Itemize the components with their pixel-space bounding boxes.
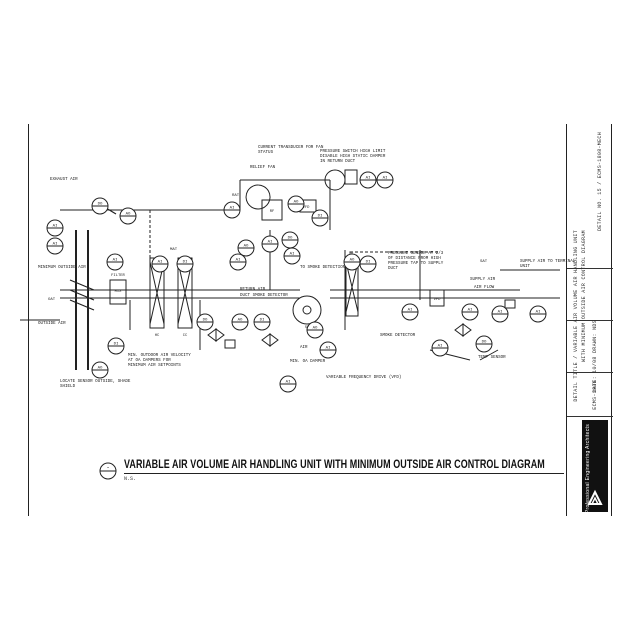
strip-divider-1 <box>567 268 613 269</box>
title-block-detail-title-2: WITH MINIMUM OUTSIDE AIR CONTROL DIAGRAM <box>581 230 587 363</box>
filter-box <box>109 279 127 305</box>
supply-fan <box>292 295 322 325</box>
dp-transmitter <box>429 289 445 307</box>
instrument-tag-label-t27: AI <box>408 309 413 313</box>
sensor-code-sat: SAT <box>480 260 488 264</box>
title-underline <box>124 473 564 474</box>
label-variable-frequency: VARIABLE FREQUENCY DRIVE (VFD) <box>326 375 401 380</box>
label-air-flow: AIR FLOW <box>474 286 495 290</box>
instrument-tag-label-t31: AI <box>438 345 443 349</box>
relief-fan <box>245 184 271 210</box>
component-vfd2: VFD <box>434 298 442 302</box>
instrument-tag-label-t30: AI <box>536 311 541 315</box>
instrument-tag-label-t17: DO <box>288 237 293 241</box>
label-supply-air: SUPPLY AIR <box>470 278 496 282</box>
instrument-tag-label-t24: AI <box>326 347 331 351</box>
actuator-1 <box>224 339 236 349</box>
label-temp-sensor: TEMP SENSOR <box>478 356 506 360</box>
instrument-tag-label-t33: AI <box>286 381 291 385</box>
instrument-tag-label-t21: AI <box>366 177 371 181</box>
title-block-project: ECMS-1808 <box>592 380 598 410</box>
valve-4 <box>454 323 472 337</box>
strip-divider-4 <box>567 416 613 417</box>
label-return-air: RETURN AIR <box>240 288 266 292</box>
component-hc: HC <box>155 334 160 338</box>
label-smoke-detector: SMOKE DETECTOR <box>380 334 416 338</box>
strip-divider-3 <box>567 372 613 373</box>
instrument-tag-label-t32: DO <box>482 341 487 345</box>
component-mixbox: MIX <box>115 290 123 294</box>
instrument-tag-label-t19: AO <box>294 201 299 205</box>
title-block <box>566 124 613 516</box>
instrument-tag-label-t15: AO <box>244 245 249 249</box>
instrument-tag-label-t13: DI <box>260 319 265 323</box>
component-sd: SD <box>349 252 354 256</box>
detail-mark: - <box>99 462 117 480</box>
strip-divider-2 <box>567 320 613 321</box>
instrument-tag-label-t4: AO <box>126 213 131 217</box>
instrument-tag-label-t16: AI <box>268 241 273 245</box>
actuator-2 <box>504 299 516 309</box>
label-duct-smoke: DUCT SMOKE DETECTOR <box>240 294 288 298</box>
instrument-tag-label-t7: AO <box>98 367 103 371</box>
label-air: AIR <box>300 346 308 350</box>
label-exhaust-air: EXHAUST AIR <box>50 178 78 182</box>
instrument-tag-label-t14: AI <box>230 207 235 211</box>
valve-1 <box>207 328 225 342</box>
title-block-detail-no: DETAIL NO. 15 / ECMS-1808-MECH <box>597 132 603 232</box>
component-fan-s: SF <box>305 326 310 330</box>
instrument-tag-label-t20: DI <box>318 215 323 219</box>
instrument-tag-label-t8: AI <box>158 261 163 265</box>
damper-blade-3 <box>69 299 95 311</box>
drawing-scale: N.S. <box>124 476 137 482</box>
damper-blade-2 <box>69 289 95 301</box>
instrument-tag-label-t12: AO <box>238 319 243 323</box>
instrument-tag-label-t11: AI <box>236 259 241 263</box>
component-filter: FILTER <box>111 274 125 278</box>
instrument-tag-label-t23: AO <box>313 327 318 331</box>
switch-box <box>344 169 358 185</box>
firm-logo: Professional Engineering Architects <box>582 420 608 513</box>
valve-2 <box>261 333 279 347</box>
component-cc: CC <box>183 334 188 338</box>
label-outside-air: OUTSIDE AIR <box>38 322 66 326</box>
relief-fan-housing <box>261 199 283 221</box>
damper-blade-1 <box>69 279 95 291</box>
label-to-smoke-detection: TO SMOKE DETECTION <box>300 266 346 270</box>
sensor-code-rat: RAT <box>232 194 240 198</box>
component-fan-r: RF <box>270 210 275 214</box>
instrument-tag-label-t29: AI <box>498 311 503 315</box>
title-block-detail-title: DETAIL TITLE / VARIABLE AIR VOLUME AIR H… <box>573 230 579 402</box>
sensor-code-mat: MAT <box>170 248 178 252</box>
instrument-tag-label-t25: AO <box>350 259 355 263</box>
sensor-code-oat: OAT <box>48 298 56 302</box>
firm-logo-icon <box>587 489 603 505</box>
instrument-tag-label-t18: AI <box>290 253 295 257</box>
component-vfd1: VFD <box>303 206 311 210</box>
instrument-tag-label-t6: DI <box>114 343 119 347</box>
instrument-tag-label-t5: AI <box>113 259 118 263</box>
instrument-tag-label-t22: AI <box>383 177 388 181</box>
label-relief-fan: RELIEF FAN <box>250 166 276 170</box>
instrument-tag-label-t2: AI <box>53 243 58 247</box>
detail-mark-text: - <box>106 464 110 471</box>
label-min-outside-air-damper: MIN. OA DAMPER <box>290 360 326 364</box>
instrument-tag-label-t3: DO <box>98 203 103 207</box>
instrument-tag-label-t28: AI <box>468 309 473 313</box>
instrument-tag-label-t26: DI <box>366 261 371 265</box>
instrument-tag-label-t10: DO <box>203 319 208 323</box>
drawing-title: VARIABLE AIR VOLUME AIR HANDLING UNIT WI… <box>124 459 545 471</box>
instrument-tag-label-t9: DI <box>183 261 188 265</box>
lead-1 <box>479 349 499 361</box>
instrument-tag-label-t1: AI <box>53 225 58 229</box>
label-minimum-outside-air: MINIMUM OUTSIDE AIR <box>38 266 86 270</box>
